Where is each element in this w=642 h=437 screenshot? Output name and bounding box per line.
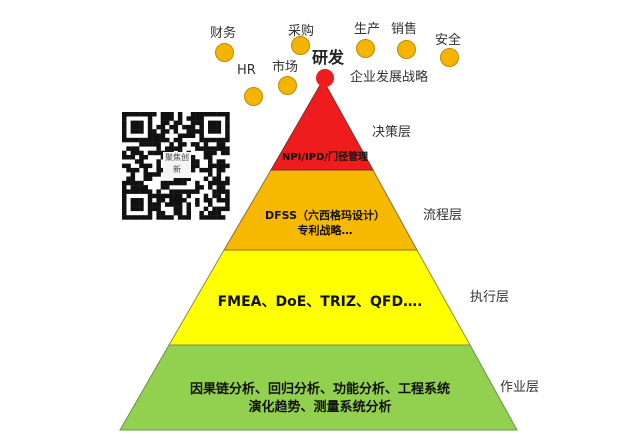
level-yellow-text: FMEA、DoE、TRIZ、QFD…. — [217, 294, 423, 310]
qr-overlay-text: 聚焦创新 — [163, 152, 191, 178]
dept-sales: 销售 — [391, 22, 418, 37]
level-green-text: 因果链分析、回归分析、功能分析、工程系统 — [189, 382, 450, 397]
dept-production: 生产 — [354, 22, 381, 37]
level-orange-text-2: 专利战略… — [297, 224, 353, 237]
safety-dot — [440, 48, 459, 67]
dept-hr: HR — [237, 63, 256, 78]
level-label-operation: 作业层 — [500, 380, 540, 395]
hr-dot — [244, 87, 263, 106]
production-dot — [356, 39, 375, 58]
finance-dot — [215, 43, 234, 62]
dept-finance: 财务 — [210, 26, 237, 41]
dept-safety: 安全 — [435, 33, 462, 48]
apex-circle — [316, 69, 334, 87]
level-label-process: 流程层 — [423, 208, 463, 223]
strategy-label: 企业发展战略 — [350, 70, 429, 85]
purchasing-dot — [291, 36, 310, 55]
level-red-text: NPI/IPD/门径管理 — [281, 152, 369, 163]
level-green-text-2: 演化趋势、测量系统分析 — [248, 400, 392, 415]
level-orange-text: DFSS（六西格玛设计） — [265, 209, 385, 222]
dept-market: 市场 — [272, 60, 299, 75]
market-dot — [278, 76, 297, 95]
level-label-decision: 决策层 — [372, 125, 412, 140]
sales-dot — [397, 40, 416, 59]
dept-rnd: 研发 — [312, 48, 345, 67]
level-label-execution: 执行层 — [470, 290, 510, 305]
level-red — [270, 78, 374, 171]
dept-purchasing: 采购 — [288, 24, 315, 39]
